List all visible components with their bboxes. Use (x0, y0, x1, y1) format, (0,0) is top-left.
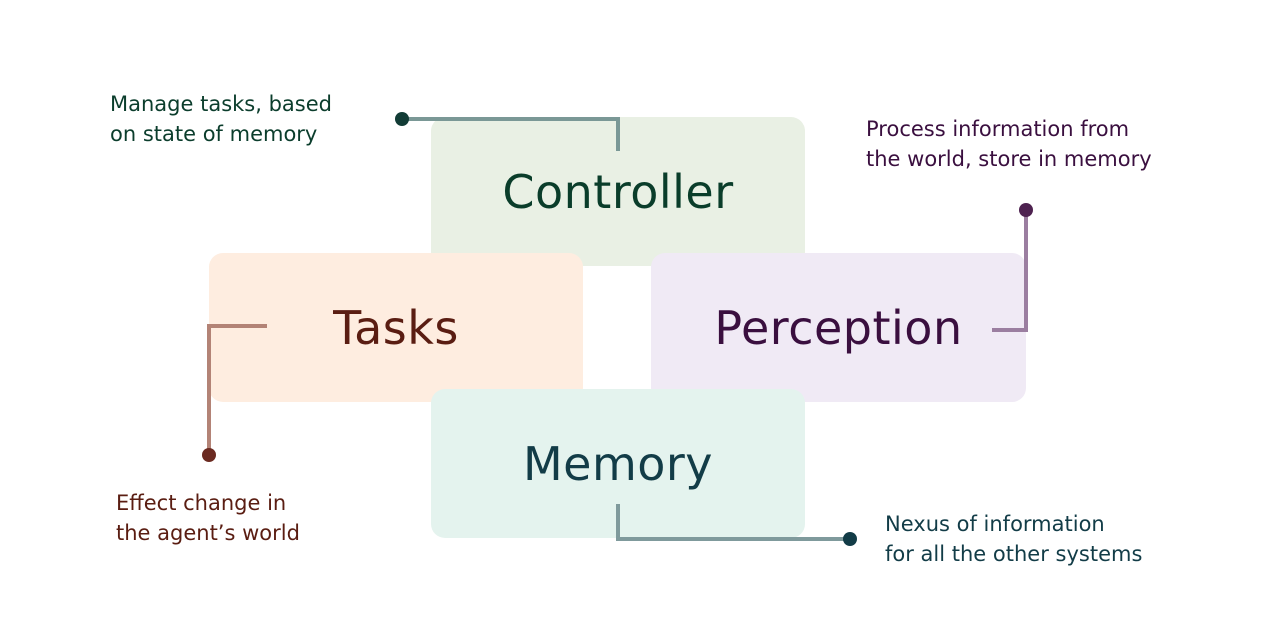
controller-description: Manage tasks, based on state of memory (110, 89, 332, 149)
controller-description-line: Manage tasks, based (110, 92, 332, 116)
memory-box: Memory (431, 389, 805, 538)
perception-description-line: Process information from (866, 117, 1130, 141)
controller-description-line: on state of memory (110, 122, 318, 146)
tasks-description-line: the agent’s world (116, 521, 300, 545)
perception-label: Perception (714, 300, 963, 355)
controller-connector-dot (395, 112, 409, 126)
memory-connector-dot (843, 532, 857, 546)
memory-label: Memory (522, 436, 714, 491)
memory-description-line: Nexus of information (885, 512, 1105, 536)
memory-description: Nexus of information for all the other s… (885, 509, 1142, 569)
tasks-connector-dot (202, 448, 216, 462)
perception-description: Process information from the world, stor… (866, 114, 1152, 174)
tasks-label: Tasks (333, 300, 459, 355)
perception-box: Perception (651, 253, 1026, 402)
perception-description-line: the world, store in memory (866, 147, 1152, 171)
tasks-box: Tasks (209, 253, 583, 402)
controller-box: Controller (431, 117, 805, 266)
tasks-description: Effect change in the agent’s world (116, 488, 300, 548)
controller-label: Controller (502, 164, 734, 219)
perception-connector-dot (1019, 203, 1033, 217)
tasks-description-line: Effect change in (116, 491, 287, 515)
memory-description-line: for all the other systems (885, 542, 1143, 566)
